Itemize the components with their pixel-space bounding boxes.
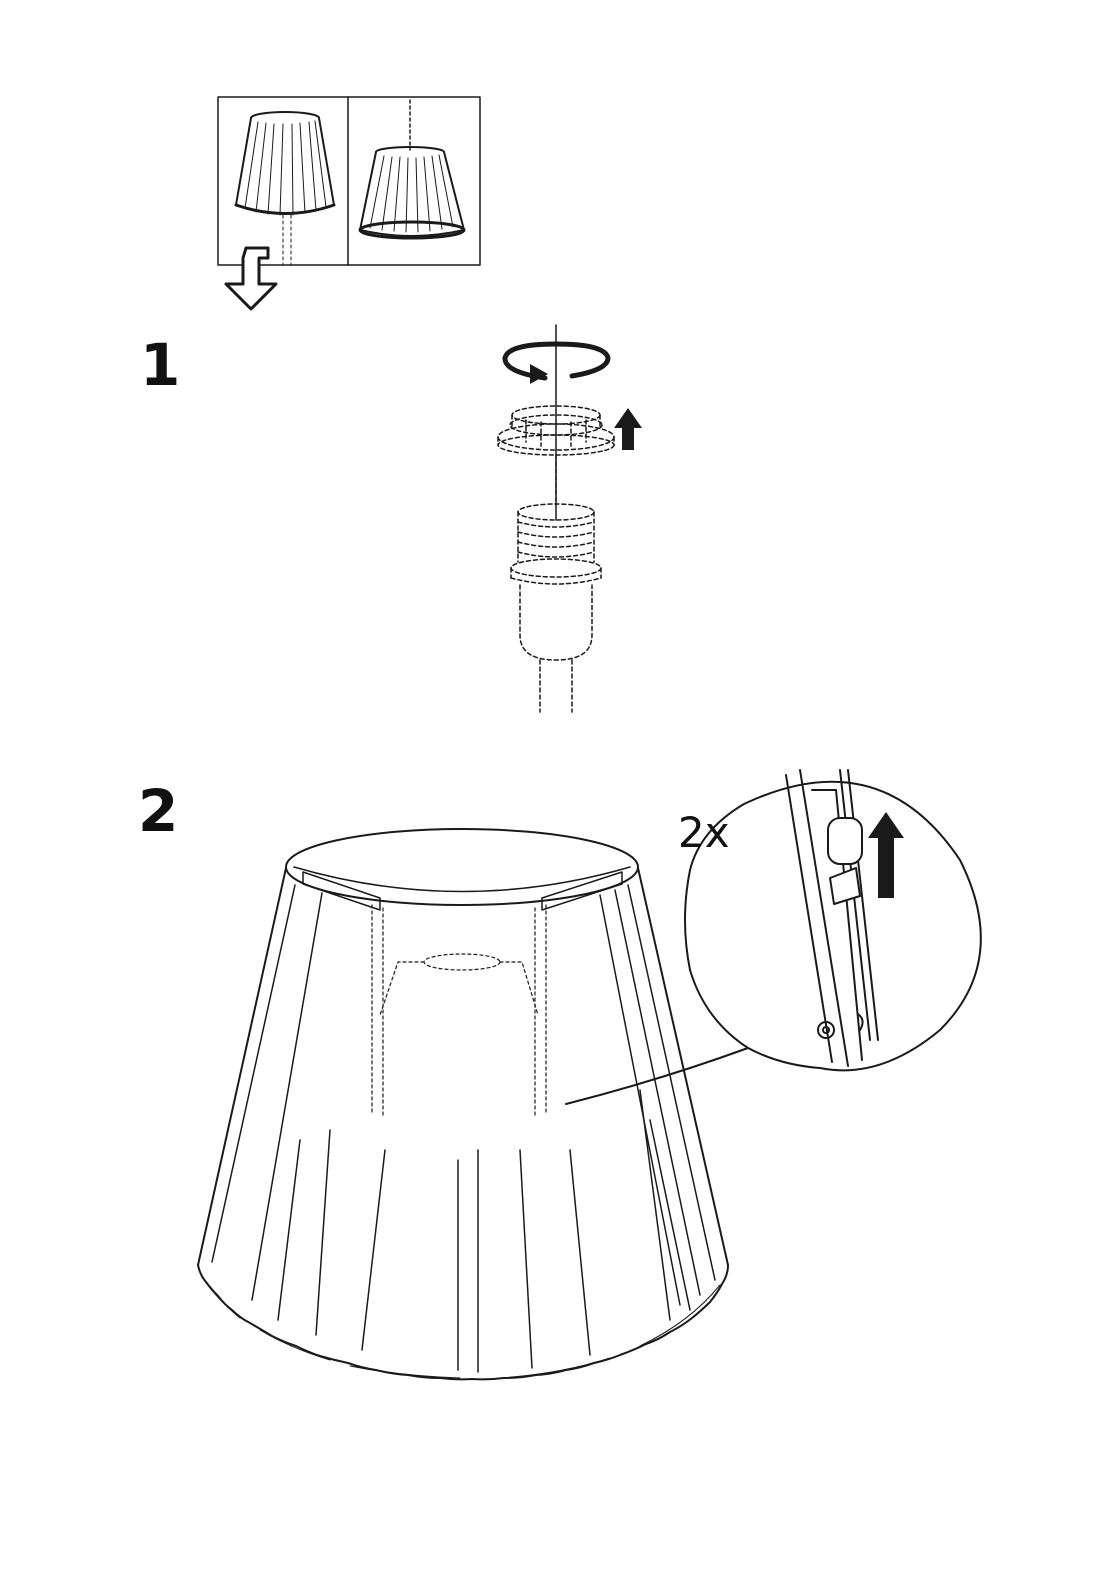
overview-panel: [218, 97, 480, 309]
lamp-socket: [511, 455, 601, 712]
step-2-number: 2: [138, 782, 178, 840]
quantity-label: 2x: [678, 812, 730, 854]
pendant-lamp-shade-icon: [360, 100, 464, 238]
step1-illustration: [498, 325, 642, 712]
step-1-number: 1: [140, 336, 180, 394]
table-lamp-shade-icon: [236, 112, 334, 265]
up-arrow-icon: [614, 408, 642, 450]
lamp-shade: [198, 829, 728, 1379]
step2-illustration: [198, 770, 981, 1379]
up-arrow-icon: [868, 812, 904, 898]
detail-callout: [566, 770, 981, 1104]
down-arrow-icon: [226, 248, 276, 309]
